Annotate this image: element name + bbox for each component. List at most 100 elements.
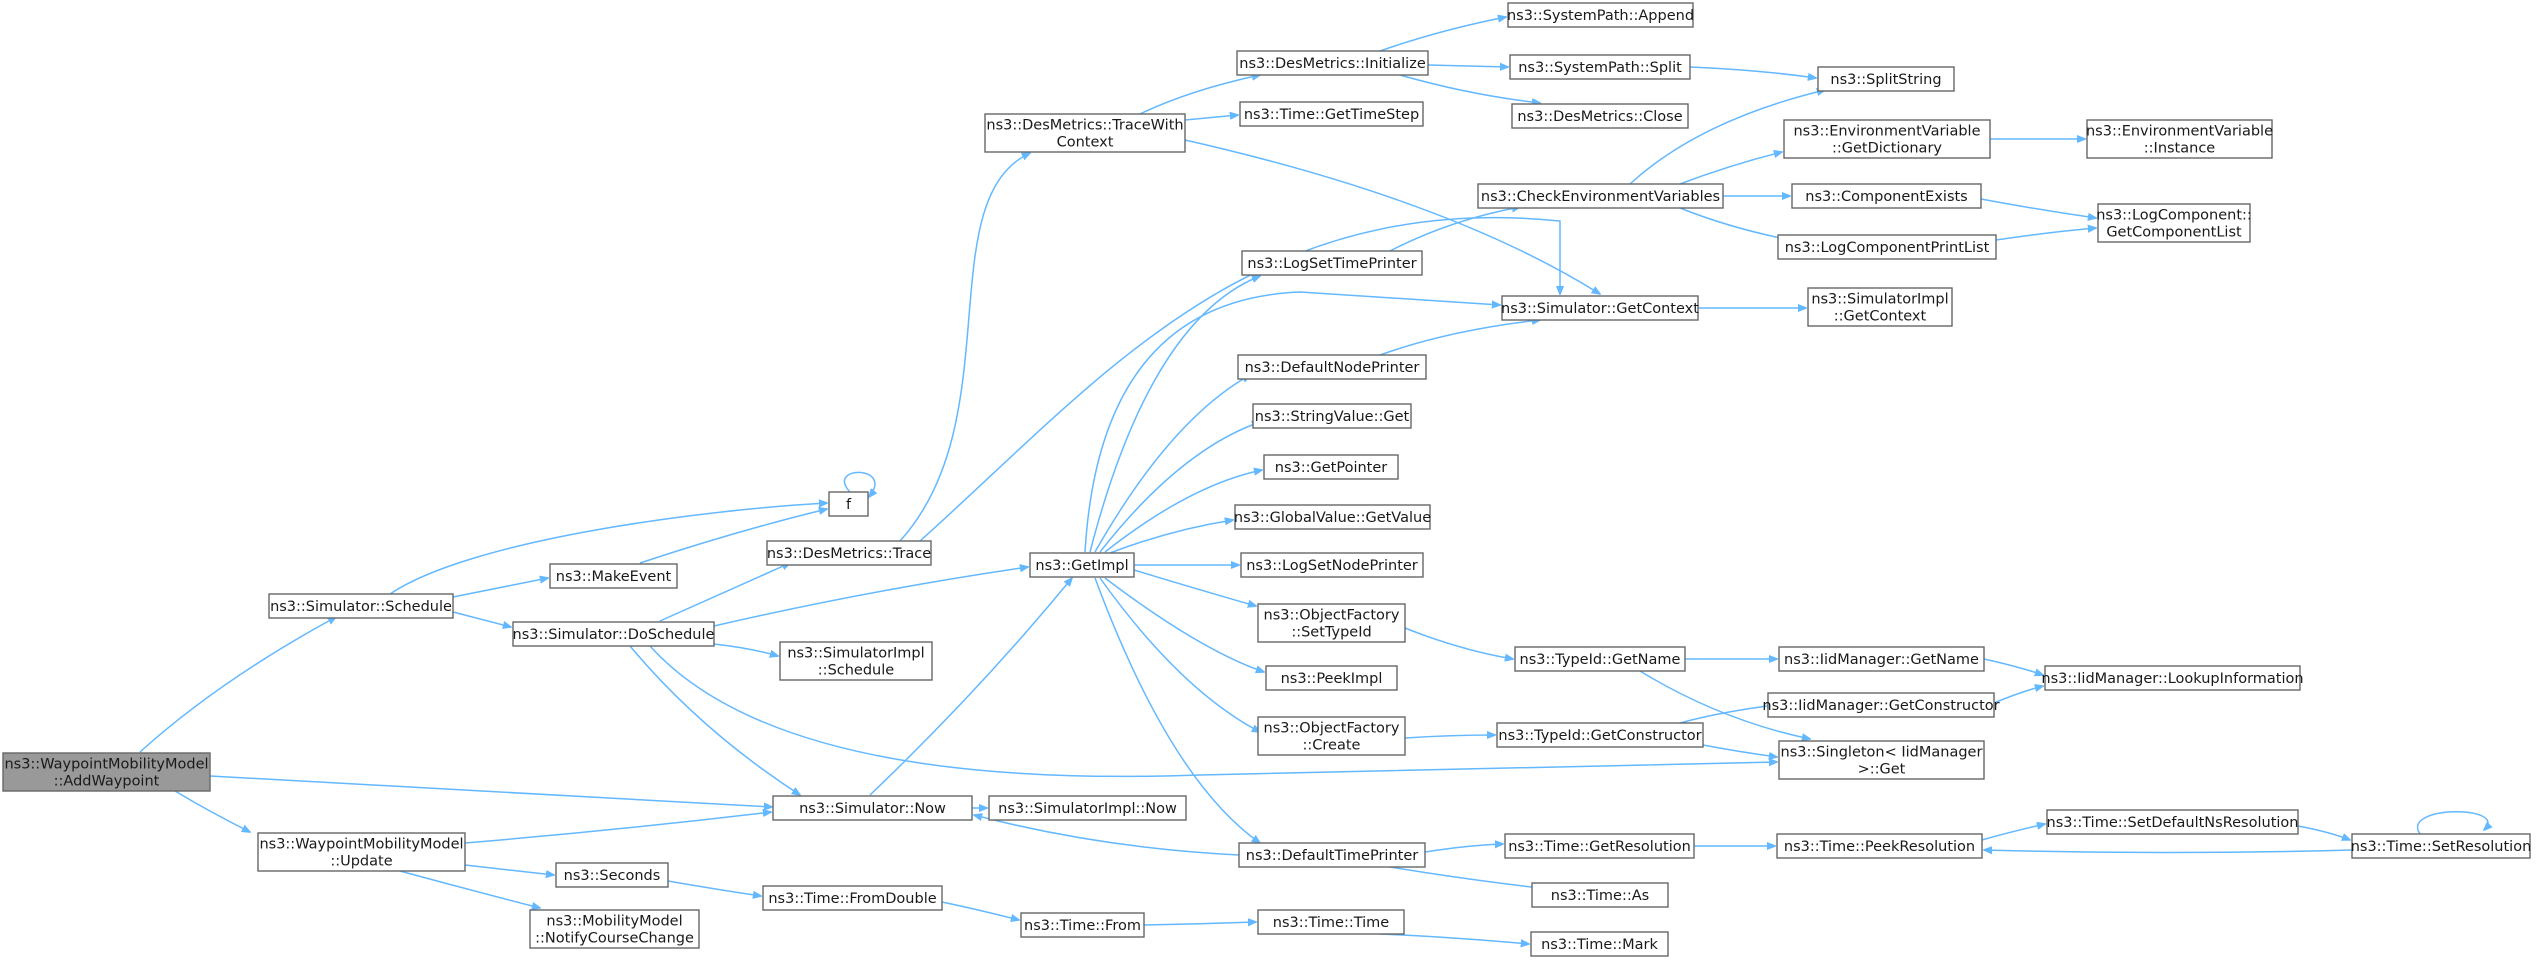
node-logSetTimePrinter[interactable]: ns3::LogSetTimePrinter	[1241, 250, 1423, 276]
node-implSchedule[interactable]: ns3::SimulatorImpl::Schedule	[779, 641, 933, 681]
node-timeFrom[interactable]: ns3::Time::From	[1020, 912, 1145, 938]
node-seconds[interactable]: ns3::Seconds	[555, 862, 669, 888]
node-box	[1029, 552, 1135, 578]
node-fromDouble[interactable]: ns3::Time::FromDouble	[762, 885, 943, 911]
node-label: ::Update	[330, 854, 392, 870]
edge-getImpl-to-ofSetTypeId	[1133, 569, 1256, 606]
node-label: ns3::WaypointMobilityModel	[4, 757, 208, 773]
node-makeEvent[interactable]: ns3::MakeEvent	[549, 563, 678, 589]
node-timeAs[interactable]: ns3::Time::As	[1531, 882, 1669, 908]
node-schedule[interactable]: ns3::Simulator::Schedule	[268, 593, 454, 619]
node-label: ns3::GetPointer	[1275, 460, 1388, 476]
node-setDefaultNs[interactable]: ns3::Time::SetDefaultNsResolution	[2046, 809, 2299, 835]
node-f[interactable]: f	[828, 491, 869, 517]
node-spSplit[interactable]: ns3::SystemPath::Split	[1509, 54, 1691, 80]
edge-doSchedule-to-implSchedule	[713, 643, 778, 656]
node-label: ns3::TypeId::GetName	[1520, 652, 1681, 668]
node-getConstructor[interactable]: ns3::TypeId::GetConstructor	[1496, 722, 1704, 748]
node-label: ns3::TypeId::GetConstructor	[1498, 728, 1701, 744]
node-iidGetName[interactable]: ns3::IidManager::GetName	[1778, 646, 1985, 672]
node-label: ns3::SimulatorImpl	[1811, 292, 1948, 308]
edge-doSchedule-to-singletonGet	[649, 645, 1777, 778]
node-getTimeStep[interactable]: ns3::Time::GetTimeStep	[1239, 101, 1424, 127]
node-box	[1263, 454, 1399, 480]
node-peekResolution[interactable]: ns3::Time::PeekResolution	[1776, 833, 1983, 859]
edge-defaultNodePrinter-to-getContext	[1379, 320, 1540, 356]
edge-desInit-to-spAppend	[1379, 17, 1506, 52]
edge-schedule-to-doSchedule	[452, 611, 511, 627]
node-logCompGetList[interactable]: ns3::LogComponent::GetComponentList	[2096, 203, 2252, 243]
edge-desInit-to-spSplit	[1427, 65, 1508, 67]
node-label: ns3::LogComponent::	[2096, 208, 2252, 224]
node-now[interactable]: ns3::Simulator::Now	[772, 795, 973, 821]
node-box	[762, 885, 943, 911]
node-setResolution[interactable]: ns3::Time::SetResolution	[2351, 833, 2532, 859]
node-box	[772, 795, 973, 821]
node-box	[549, 563, 678, 589]
node-box	[1257, 909, 1405, 935]
node-singletonGet[interactable]: ns3::Singleton< IidManager>::Get	[1778, 740, 1985, 780]
node-stringValueGet[interactable]: ns3::StringValue::Get	[1252, 403, 1412, 429]
node-doSchedule[interactable]: ns3::Simulator::DoSchedule	[512, 621, 715, 647]
node-box	[1238, 842, 1426, 868]
node-getContext[interactable]: ns3::Simulator::GetContext	[1501, 295, 1699, 321]
node-getPointer[interactable]: ns3::GetPointer	[1263, 454, 1399, 480]
node-box	[1496, 722, 1704, 748]
node-root[interactable]: ns3::WaypointMobilityModel::AddWaypoint	[2, 752, 211, 792]
node-ofSetTypeId[interactable]: ns3::ObjectFactory::SetTypeId	[1257, 603, 1406, 643]
node-logSetNodePrinter[interactable]: ns3::LogSetNodePrinter	[1240, 552, 1424, 578]
edge-doSchedule-to-getImpl	[713, 567, 1028, 627]
node-label: ns3::GlobalValue::GetValue	[1234, 510, 1431, 526]
node-label: ns3::ObjectFactory	[1264, 721, 1400, 737]
node-splitString[interactable]: ns3::SplitString	[1817, 66, 1955, 92]
node-envGetDict[interactable]: ns3::EnvironmentVariable::GetDictionary	[1783, 119, 1991, 159]
node-label: ns3::MakeEvent	[556, 569, 672, 585]
node-wmUpdate[interactable]: ns3::WaypointMobilityModel::Update	[257, 832, 466, 872]
node-notifyCourse[interactable]: ns3::MobilityModel::NotifyCourseChange	[529, 909, 700, 949]
node-label: ns3::Simulator::Schedule	[270, 599, 452, 615]
node-logCompPrintList[interactable]: ns3::LogComponentPrintList	[1777, 234, 1997, 260]
node-desInit[interactable]: ns3::DesMetrics::Initialize	[1236, 50, 1429, 76]
node-defaultNodePrinter[interactable]: ns3::DefaultNodePrinter	[1237, 354, 1427, 380]
node-checkEnv[interactable]: ns3::CheckEnvironmentVariables	[1477, 183, 1724, 209]
edge-defaultTimePrinter-to-timeAs	[1389, 866, 1540, 888]
node-box	[1257, 603, 1406, 643]
node-implGetContext[interactable]: ns3::SimulatorImpl::GetContext	[1807, 287, 1953, 327]
node-desTrace[interactable]: ns3::DesMetrics::Trace	[766, 540, 932, 566]
node-spAppend[interactable]: ns3::SystemPath::Append	[1507, 2, 1694, 28]
node-getResolution[interactable]: ns3::Time::GetResolution	[1504, 833, 1695, 859]
node-getName[interactable]: ns3::TypeId::GetName	[1514, 646, 1686, 672]
edge-defaultTimePrinter-to-getResolution	[1424, 844, 1503, 853]
node-desClose[interactable]: ns3::DesMetrics::Close	[1511, 103, 1689, 129]
node-box	[2086, 119, 2273, 159]
node-defaultTimePrinter[interactable]: ns3::DefaultTimePrinter	[1238, 842, 1426, 868]
edge-wmUpdate-to-seconds	[464, 864, 554, 875]
node-iidLookup[interactable]: ns3::IidManager::LookupInformation	[2041, 665, 2304, 691]
node-label: ns3::Time::SetResolution	[2351, 839, 2532, 855]
node-label: ::Schedule	[818, 663, 894, 679]
node-timeMark[interactable]: ns3::Time::Mark	[1530, 931, 1669, 957]
node-iidGetConstructor[interactable]: ns3::IidManager::GetConstructor	[1762, 692, 2000, 718]
node-label: ns3::Simulator::GetContext	[1501, 301, 1699, 317]
edge-getImpl-to-stringValueGet	[1099, 422, 1260, 553]
node-box	[779, 641, 933, 681]
node-peekImpl[interactable]: ns3::PeekImpl	[1265, 665, 1398, 691]
node-envInstance[interactable]: ns3::EnvironmentVariable::Instance	[2086, 119, 2273, 159]
node-componentExists[interactable]: ns3::ComponentExists	[1791, 183, 1982, 209]
node-box	[1239, 101, 1424, 127]
edge-root-to-wmUpdate	[174, 790, 250, 832]
node-box	[1509, 54, 1691, 80]
node-box	[512, 621, 715, 647]
node-label: ns3::MobilityModel	[546, 914, 682, 930]
edge-setResolution-to-peekResolution	[1984, 850, 2353, 853]
node-getImpl[interactable]: ns3::GetImpl	[1029, 552, 1135, 578]
node-timeTime[interactable]: ns3::Time::Time	[1257, 909, 1405, 935]
node-implNow[interactable]: ns3::SimulatorImpl::Now	[988, 795, 1187, 821]
edge-schedule-to-f	[389, 503, 827, 595]
node-globalGetValue[interactable]: ns3::GlobalValue::GetValue	[1234, 504, 1431, 530]
node-box	[1501, 295, 1699, 321]
edge-root-to-now	[209, 775, 772, 807]
node-box	[1265, 665, 1398, 691]
node-ofCreate[interactable]: ns3::ObjectFactory::Create	[1257, 716, 1406, 756]
